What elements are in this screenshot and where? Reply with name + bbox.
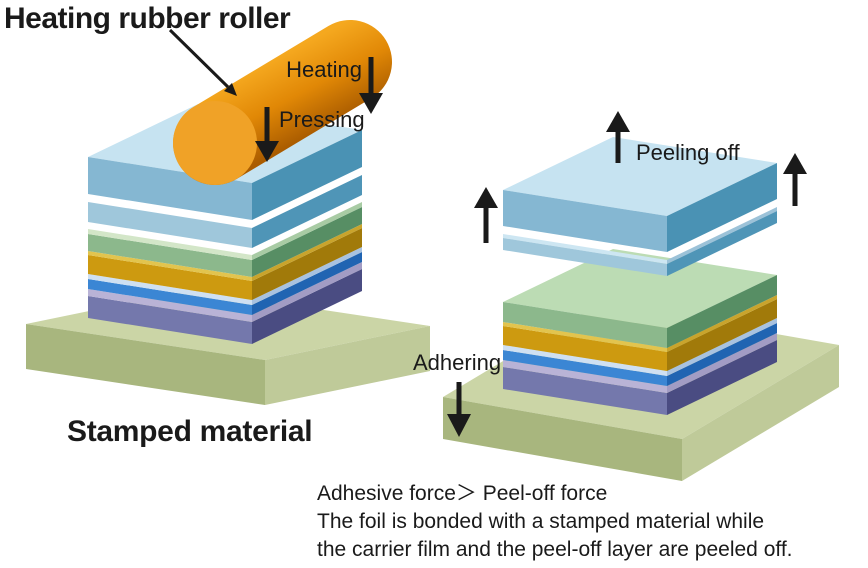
face-right bbox=[667, 275, 777, 348]
face-left bbox=[88, 202, 252, 248]
leader-line bbox=[168, 28, 230, 89]
face-right bbox=[252, 247, 362, 305]
right-layer-carrier-film bbox=[503, 137, 777, 252]
face-right bbox=[667, 333, 777, 393]
right-layer-peel-off-film bbox=[503, 207, 777, 276]
face-left bbox=[88, 157, 252, 220]
face-right bbox=[667, 323, 777, 386]
right-stack bbox=[443, 137, 839, 481]
face-right bbox=[252, 224, 362, 281]
peeling-off-label: Peeling off bbox=[636, 140, 740, 165]
arrow-head bbox=[359, 93, 383, 114]
arrow-head bbox=[255, 141, 279, 162]
face-left bbox=[503, 302, 667, 348]
face-left bbox=[88, 229, 252, 260]
right-layer-lavender-sliver bbox=[503, 333, 777, 393]
face-right bbox=[252, 202, 362, 260]
left-layer-adhesive bbox=[88, 269, 362, 344]
face-left bbox=[88, 274, 252, 305]
face-left bbox=[503, 190, 667, 252]
left-layer-green-sliver bbox=[88, 202, 362, 260]
pressing-arrow bbox=[255, 107, 279, 162]
face-left bbox=[88, 251, 252, 281]
face-right bbox=[667, 340, 777, 415]
face-right bbox=[667, 211, 777, 276]
arrow-head bbox=[606, 111, 630, 132]
left-stack bbox=[26, 20, 430, 405]
face-top bbox=[503, 249, 777, 328]
face-right bbox=[667, 318, 777, 376]
heating-arrow bbox=[359, 57, 383, 114]
left-layer-peel-off-film bbox=[88, 175, 362, 248]
face-left bbox=[26, 324, 265, 405]
right-layer-gold bbox=[503, 299, 777, 371]
face-left bbox=[88, 296, 252, 344]
face-left bbox=[88, 255, 252, 300]
face-right bbox=[252, 175, 362, 248]
face-left bbox=[443, 397, 682, 481]
arrow-head bbox=[474, 187, 498, 208]
title-leader-arrow bbox=[168, 28, 237, 96]
left-layer-lavender-sliver bbox=[88, 262, 362, 322]
face-left bbox=[88, 289, 252, 322]
face-right bbox=[252, 130, 362, 220]
face-left bbox=[503, 322, 667, 352]
face-top bbox=[503, 137, 777, 216]
stamped-material-label: Stamped material bbox=[67, 415, 312, 448]
caption-line-3: the carrier film and the peel-off layer … bbox=[317, 538, 793, 561]
roller-end-face bbox=[173, 101, 257, 185]
left-layer-blue bbox=[88, 252, 362, 315]
face-right bbox=[667, 299, 777, 371]
pressing-label: Pressing bbox=[279, 107, 365, 132]
face-right bbox=[252, 262, 362, 322]
caption-line-1: Adhesive force＞ Peel-off force bbox=[317, 482, 607, 505]
face-right bbox=[252, 228, 362, 300]
caption-text: Adhesive force＞ Peel-off force The foil … bbox=[317, 482, 793, 561]
arrow-head bbox=[783, 153, 807, 174]
right-layer-blue bbox=[503, 323, 777, 386]
face-right bbox=[667, 163, 777, 252]
face-left bbox=[88, 279, 252, 315]
left-layer-pale-sliver bbox=[88, 247, 362, 305]
face-left bbox=[503, 367, 667, 415]
face-left bbox=[503, 360, 667, 393]
face-left bbox=[503, 350, 667, 386]
face-right bbox=[265, 326, 430, 405]
peeling-arrow-right bbox=[783, 153, 807, 206]
adhering-label: Adhering bbox=[413, 350, 501, 375]
peeling-arrow-middle bbox=[606, 111, 630, 163]
face-right bbox=[252, 269, 362, 344]
peeling-arrow-left bbox=[474, 187, 498, 243]
page-title: Heating rubber roller bbox=[4, 2, 291, 35]
caption-line-2: The foil is bonded with a stamped materi… bbox=[317, 510, 764, 533]
face-left-sliver bbox=[503, 234, 667, 264]
adhering-arrow bbox=[447, 382, 471, 437]
face-right bbox=[667, 295, 777, 352]
left-layer-green bbox=[88, 207, 362, 277]
face-left bbox=[503, 326, 667, 371]
face-right-sliver bbox=[667, 207, 777, 264]
heating-rubber-roller bbox=[173, 20, 392, 185]
face-left bbox=[88, 234, 252, 277]
face-right bbox=[252, 207, 362, 277]
face-right bbox=[252, 252, 362, 315]
right-layer-green bbox=[503, 249, 777, 348]
face-left bbox=[503, 345, 667, 376]
left-layer-gold bbox=[88, 228, 362, 300]
face-right bbox=[682, 345, 839, 481]
left-layer-gold-sliver bbox=[88, 224, 362, 281]
right-layer-gold-sliver bbox=[503, 295, 777, 352]
leader-arrowhead bbox=[224, 83, 237, 96]
right-layer-adhesive bbox=[503, 340, 777, 415]
heating-label: Heating bbox=[286, 57, 362, 82]
arrow-head bbox=[447, 414, 471, 437]
right-layer-pale-sliver bbox=[503, 318, 777, 376]
face-left bbox=[503, 238, 667, 276]
